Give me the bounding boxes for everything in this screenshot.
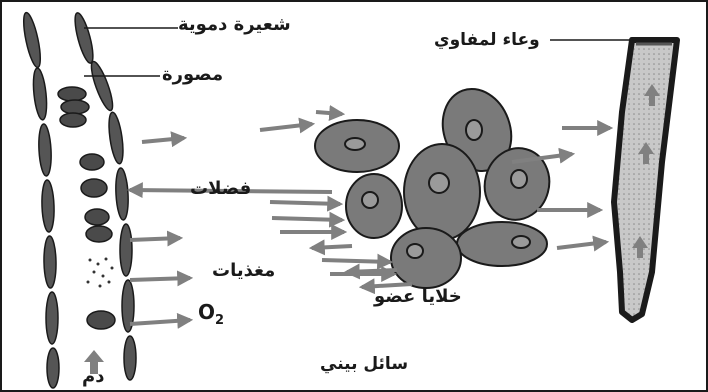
capillary-left-wall xyxy=(20,11,59,388)
right-arrow-icon xyxy=(260,124,312,130)
nutrient-particles xyxy=(87,258,114,288)
organ-cells-label: خلايا عضو xyxy=(374,286,462,307)
left-arrow-icon xyxy=(312,246,352,248)
oxygen-symbol: O xyxy=(198,300,215,324)
organ-cell xyxy=(315,120,399,172)
oxygen-label: O2 xyxy=(198,300,224,328)
organ-cell xyxy=(404,144,480,240)
red-blood-cell-label: مصورة xyxy=(162,64,223,85)
right-arrow-icon xyxy=(270,202,340,204)
right-arrow-icon xyxy=(272,218,342,220)
organ-cells xyxy=(315,79,557,288)
lymph-vessel xyxy=(614,40,677,320)
right-arrow-icon xyxy=(322,260,390,262)
red-blood-cells xyxy=(58,87,115,329)
organ-cell xyxy=(457,222,547,266)
oxygen-subscript: 2 xyxy=(215,313,224,328)
right-arrow-icon xyxy=(557,242,606,248)
interstitial-fluid-label: سائل بيني xyxy=(320,354,408,374)
organ-cell xyxy=(346,174,402,238)
right-arrow-icon xyxy=(142,138,184,142)
right-arrow-icon xyxy=(316,112,342,114)
lymph-vessel-label: وعاء لمفاوي xyxy=(434,30,540,50)
right-arrow-icon xyxy=(130,238,180,240)
blood-label: دم xyxy=(82,366,104,387)
organ-cell xyxy=(391,228,461,288)
right-arrow-icon xyxy=(130,320,190,324)
nutrients-label: مغذيات xyxy=(212,260,275,281)
wastes-label: فضلات xyxy=(190,178,251,199)
capillary-wall-label: شعيرة دموية xyxy=(178,14,291,35)
left-arrow-icon xyxy=(347,270,397,272)
right-arrow-icon xyxy=(130,278,190,280)
